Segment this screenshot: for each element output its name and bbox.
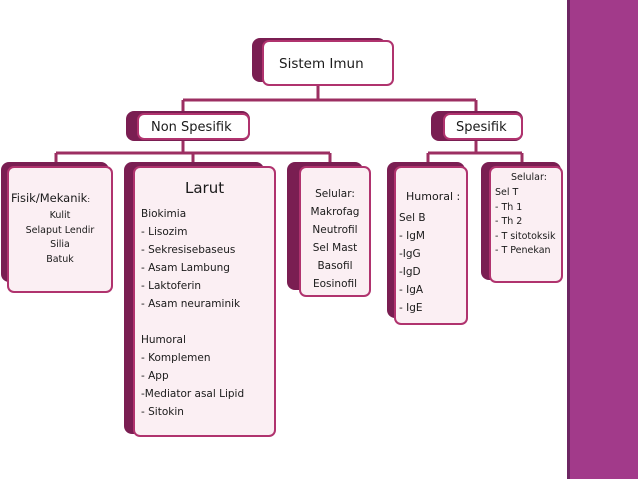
list-item: Neutrofil — [312, 224, 358, 236]
list-item: -Mediator asal Lipid — [141, 388, 245, 400]
fisik-title: Fisik/Mekanik: — [11, 191, 90, 205]
selular-s-title: Selular: — [511, 172, 547, 183]
list-item: - Komplemen — [141, 352, 211, 364]
list-item: Humoral — [141, 334, 186, 346]
list-item: - Lisozim — [141, 226, 188, 238]
non-spesifik-node: Non Spesifik — [137, 113, 250, 140]
list-item: - T sitotoksik — [495, 230, 556, 242]
list-item: -IgD — [399, 266, 421, 278]
list-item: - App — [141, 370, 169, 382]
decorative-side-band-edge — [567, 0, 570, 479]
spesifik-node: Spesifik — [443, 113, 523, 140]
decorative-side-band — [567, 0, 638, 479]
list-item: Batuk — [46, 253, 74, 265]
selular-s-node: Selular: Sel T - Th 1 - Th 2 - T sitotok… — [489, 166, 563, 283]
selular-ns-title: Selular: — [315, 188, 355, 200]
list-item: - Th 2 — [495, 216, 523, 227]
selular-s-list: Sel T - Th 1 - Th 2 - T sitotoksik - T P… — [495, 186, 556, 259]
humoral-node: Humoral : Sel B - IgM -IgG -IgD - IgA - … — [394, 166, 468, 325]
list-item: - T Penekan — [495, 245, 551, 256]
fisik-title-colon: : — [87, 195, 91, 204]
list-item: - Sitokin — [141, 406, 184, 418]
non-spesifik-label: Non Spesifik — [151, 120, 232, 135]
humoral-title: Humoral : — [406, 190, 461, 203]
list-item: - IgE — [399, 302, 423, 314]
humoral-list: Sel B - IgM -IgG -IgD - IgA - IgE — [399, 209, 426, 317]
list-item: - Laktoferin — [141, 280, 202, 292]
larut-list: Biokimia - Lisozim - Sekresisebaseus - A… — [141, 205, 244, 421]
list-item: Sel T — [495, 187, 519, 198]
list-item: -IgG — [399, 248, 421, 260]
larut-node: Larut Biokimia - Lisozim - Sekresisebase… — [133, 166, 276, 437]
fisik-list: Kulit Selaput Lendir Silia Batuk — [9, 209, 111, 267]
list-item: Sel B — [399, 212, 426, 224]
list-item: Silia — [50, 239, 70, 250]
list-item: Makrofag — [310, 206, 360, 218]
list-spacer — [141, 313, 244, 331]
root-node: Sistem Imun — [262, 40, 394, 86]
list-item: - Sekresisebaseus — [141, 244, 236, 256]
larut-title: Larut — [185, 179, 225, 197]
root-node-label: Sistem Imun — [279, 56, 364, 72]
spesifik-label: Spesifik — [456, 120, 507, 135]
selular-ns-list: Selular: Makrofag Neutrofil Sel Mast Bas… — [301, 185, 369, 293]
list-item: Sel Mast — [312, 242, 358, 254]
list-item: - Asam neuraminik — [141, 298, 241, 310]
fisik-title-text: Fisik/Mekanik — [11, 191, 88, 205]
list-item: - Th 1 — [495, 201, 523, 213]
list-item: - IgA — [399, 284, 424, 296]
list-item: - Asam Lambung — [141, 262, 230, 274]
selular-ns-node: Selular: Makrofag Neutrofil Sel Mast Bas… — [299, 166, 371, 297]
list-item: Selaput Lendir — [25, 224, 95, 236]
list-item: - IgM — [399, 230, 425, 242]
list-item: Eosinofil — [312, 278, 358, 290]
list-item: Kulit — [49, 210, 71, 221]
fisik-node: Fisik/Mekanik: Kulit Selaput Lendir Sili… — [7, 166, 113, 293]
list-item: Biokimia — [141, 208, 187, 220]
list-item: Basofil — [317, 260, 353, 272]
